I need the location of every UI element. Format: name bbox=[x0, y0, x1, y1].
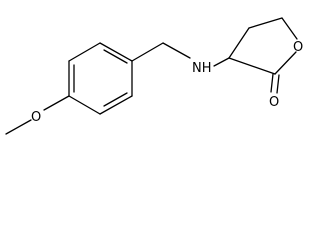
benzene-ring bbox=[68, 42, 133, 115]
lactone-ring: O bbox=[228, 17, 303, 75]
chemical-structure-diagram: NH O O O bbox=[5, 17, 303, 135]
methoxy-oxygen-label: O bbox=[31, 110, 41, 125]
aromatic-double-bond-2 bbox=[103, 92, 128, 107]
o-c2-bond bbox=[274, 51, 297, 75]
ring-bond-3 bbox=[99, 95, 133, 115]
c4-c5-bond bbox=[248, 17, 283, 29]
c2-c3-bond bbox=[228, 57, 276, 75]
c5-o-bond bbox=[281, 17, 298, 40]
aryl-o-bond bbox=[43, 95, 70, 111]
carbonyl-bond-2 bbox=[276, 74, 280, 94]
carbonyl-bond-1 bbox=[270, 73, 274, 93]
o-methyl-bond bbox=[5, 119, 32, 135]
benzyl-bond bbox=[131, 42, 164, 62]
ch2-nh-bond bbox=[162, 42, 191, 59]
c3-c4-bond bbox=[228, 27, 250, 59]
ring-bond-6 bbox=[68, 42, 101, 62]
nh-c3-bond bbox=[213, 57, 230, 67]
nh-label: NH bbox=[192, 61, 212, 76]
ring-bond-1 bbox=[99, 42, 133, 62]
aromatic-double-bond-1 bbox=[103, 49, 128, 64]
ring-bond-4 bbox=[68, 95, 101, 115]
ring-oxygen-label: O bbox=[293, 40, 303, 55]
carbonyl-oxygen-label: O bbox=[269, 95, 279, 110]
